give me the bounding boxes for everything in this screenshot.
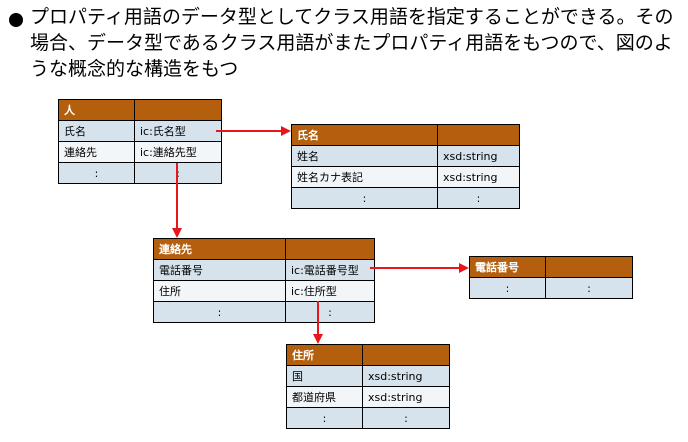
table-contact: 連絡先 電話番号 ic:電話番号型 住所 ic:住所型 : : (153, 238, 375, 323)
table-row: : : (286, 407, 450, 429)
ellipsis-cell: : (437, 187, 520, 209)
table-header: 電話番号 (469, 256, 633, 278)
ellipsis-cell: : (58, 162, 135, 184)
property-name: 国 (286, 365, 363, 387)
table-row: : : (291, 187, 520, 209)
table-name: 氏名 姓名 xsd:string 姓名カナ表記 xsd:string : : (291, 124, 520, 209)
table-row: 姓名 xsd:string (291, 145, 520, 167)
property-type: ic:氏名型 (134, 120, 222, 142)
ellipsis-cell: : (291, 187, 438, 209)
table-address: 住所 国 xsd:string 都道府県 xsd:string : : (286, 344, 450, 429)
table-header: 住所 (286, 344, 450, 366)
table-header: 連絡先 (153, 238, 375, 260)
property-name: 姓名 (291, 145, 438, 167)
table-header: 人 (58, 99, 222, 121)
property-name: 氏名 (58, 120, 135, 142)
ellipsis-cell: : (362, 407, 450, 429)
property-type: xsd:string (437, 145, 520, 167)
table-row: : : (469, 277, 633, 299)
property-name: 住所 (153, 280, 286, 302)
property-type: xsd:string (362, 365, 450, 387)
table-row: 都道府県 xsd:string (286, 386, 450, 408)
table-header: 氏名 (291, 124, 520, 146)
table-title: 氏名 (291, 124, 438, 146)
table-title: 人 (58, 99, 135, 121)
table-title: 電話番号 (469, 256, 546, 278)
property-type: xsd:string (362, 386, 450, 408)
table-phone: 電話番号 : : (469, 256, 633, 299)
ellipsis-cell: : (469, 277, 546, 299)
description-bullet: プロパティ用語のデータ型としてクラス用語を指定することができる。その場合、データ… (0, 0, 688, 88)
ellipsis-cell: : (153, 301, 286, 323)
table-row: 電話番号 ic:電話番号型 (153, 259, 375, 281)
table-row: 国 xsd:string (286, 365, 450, 387)
property-name: 電話番号 (153, 259, 286, 281)
table-header-blank (285, 238, 375, 260)
property-name: 連絡先 (58, 141, 135, 163)
table-header-blank (134, 99, 222, 121)
ellipsis-cell: : (285, 301, 375, 323)
table-row: 氏名 ic:氏名型 (58, 120, 222, 142)
property-type: ic:電話番号型 (285, 259, 375, 281)
table-title: 住所 (286, 344, 363, 366)
bullet-dot-icon (9, 13, 23, 27)
property-type: ic:住所型 (285, 280, 375, 302)
ellipsis-cell: : (286, 407, 363, 429)
description-text: プロパティ用語のデータ型としてクラス用語を指定することができる。その場合、データ… (30, 6, 674, 80)
ellipsis-cell: : (545, 277, 633, 299)
table-row: : : (153, 301, 375, 323)
table-row: 住所 ic:住所型 (153, 280, 375, 302)
